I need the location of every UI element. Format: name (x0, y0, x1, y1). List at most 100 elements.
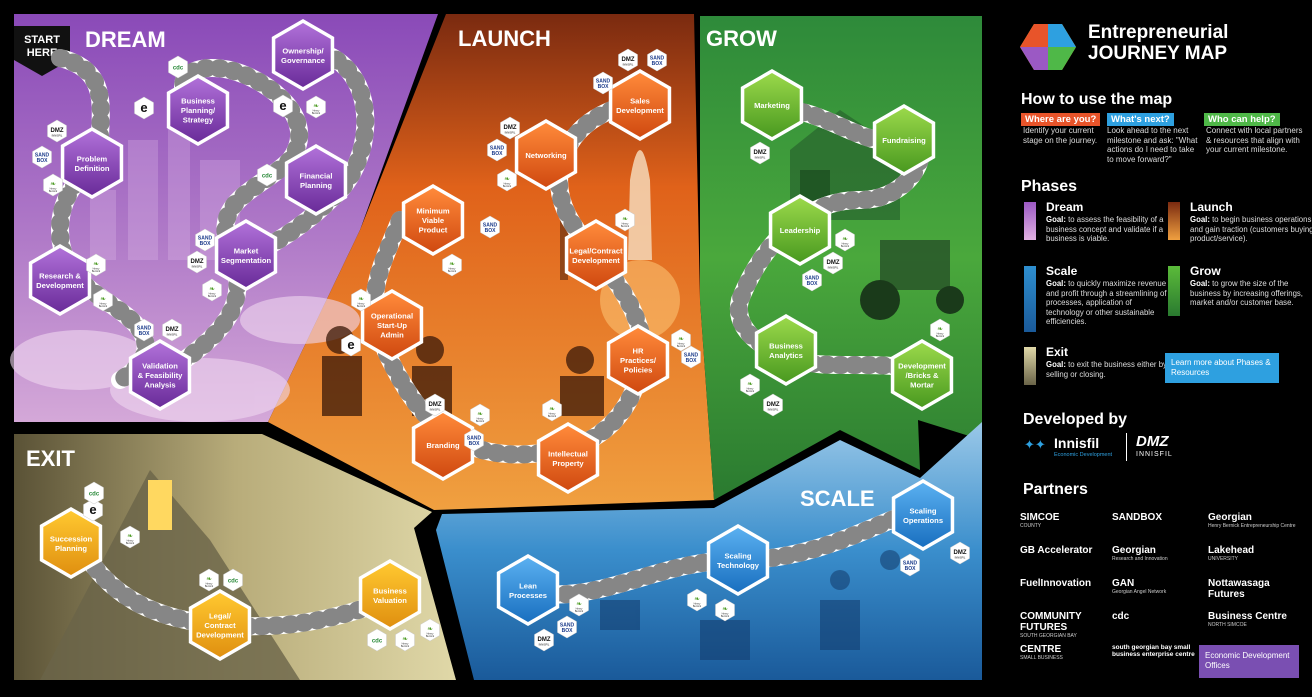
milestone-networking[interactable]: Networking (514, 119, 578, 191)
partner-badge-sandbox-icon[interactable]: SANDBOX (32, 145, 52, 169)
partner-badge-sandbox-icon[interactable]: SANDBOX (802, 268, 822, 292)
partner-badge-sandbox-icon[interactable]: SANDBOX (900, 553, 920, 577)
partner-logo-3[interactable]: GB Accelerator (1020, 545, 1110, 556)
svg-text:Henry: Henry (504, 183, 511, 186)
economic-development-offices-button[interactable]: Economic Development Offices (1199, 645, 1299, 678)
milestone-research-development[interactable]: Research &Development (28, 244, 92, 316)
partner-badge-e-icon[interactable]: e (273, 94, 293, 118)
milestone-ownership[interactable]: Ownership/Governance (271, 19, 335, 91)
partner-badge-cdc-icon[interactable]: cdc (257, 163, 277, 187)
partner-badge-sandbox-icon[interactable]: SANDBOX (134, 318, 154, 342)
partner-badge-sandbox-icon[interactable]: SANDBOX (464, 428, 484, 452)
partner-badge-e-icon[interactable]: e (83, 498, 103, 522)
milestone-label: Development (196, 631, 244, 640)
milestone-branding[interactable]: Branding (411, 409, 475, 481)
milestone-label: Development (36, 281, 84, 290)
partner-badge-e-icon[interactable]: e (341, 333, 361, 357)
partner-badge-sandbox-icon[interactable]: SANDBOX (593, 71, 613, 95)
partner-logo-6[interactable]: FuelInnovation (1020, 578, 1110, 589)
partner-badge-sandbox-icon[interactable]: SANDBOX (681, 345, 701, 369)
milestone-fundraising[interactable]: Fundraising (872, 104, 936, 176)
partner-badge-cdc-icon[interactable]: cdc (168, 55, 188, 79)
partner-badge-sandbox-icon[interactable]: SANDBOX (195, 228, 215, 252)
partner-badge-cdc-icon[interactable]: cdc (367, 628, 387, 652)
milestone-marketing[interactable]: Marketing (740, 69, 804, 141)
partner-badge-sandbox-icon[interactable]: SANDBOX (557, 615, 577, 639)
milestone-leadership[interactable]: Leadership (768, 194, 832, 266)
partner-logo-8[interactable]: Nottawasaga Futures (1208, 578, 1298, 600)
milestone-development-bricks[interactable]: Development/Bricks &Mortar (890, 339, 954, 411)
partner-badge-sandbox-icon[interactable]: SANDBOX (647, 48, 667, 72)
partner-badge-sandbox-icon[interactable]: SANDBOX (487, 138, 507, 162)
learn-more-button[interactable]: Learn more about Phases & Resources (1165, 353, 1279, 383)
partner-badge-cdc-icon[interactable]: cdc (223, 568, 243, 592)
partner-logo-1[interactable]: SANDBOX (1112, 512, 1202, 523)
partner-badge-sandbox-icon[interactable]: SANDBOX (480, 215, 500, 239)
partner-logo-13[interactable]: south georgian bay small business enterp… (1112, 644, 1202, 658)
partner-badge-e-icon[interactable]: e (134, 96, 154, 120)
partner-badge-cdc-icon[interactable]: cdc (84, 481, 104, 505)
partner-logo-10[interactable]: cdc (1112, 611, 1202, 622)
